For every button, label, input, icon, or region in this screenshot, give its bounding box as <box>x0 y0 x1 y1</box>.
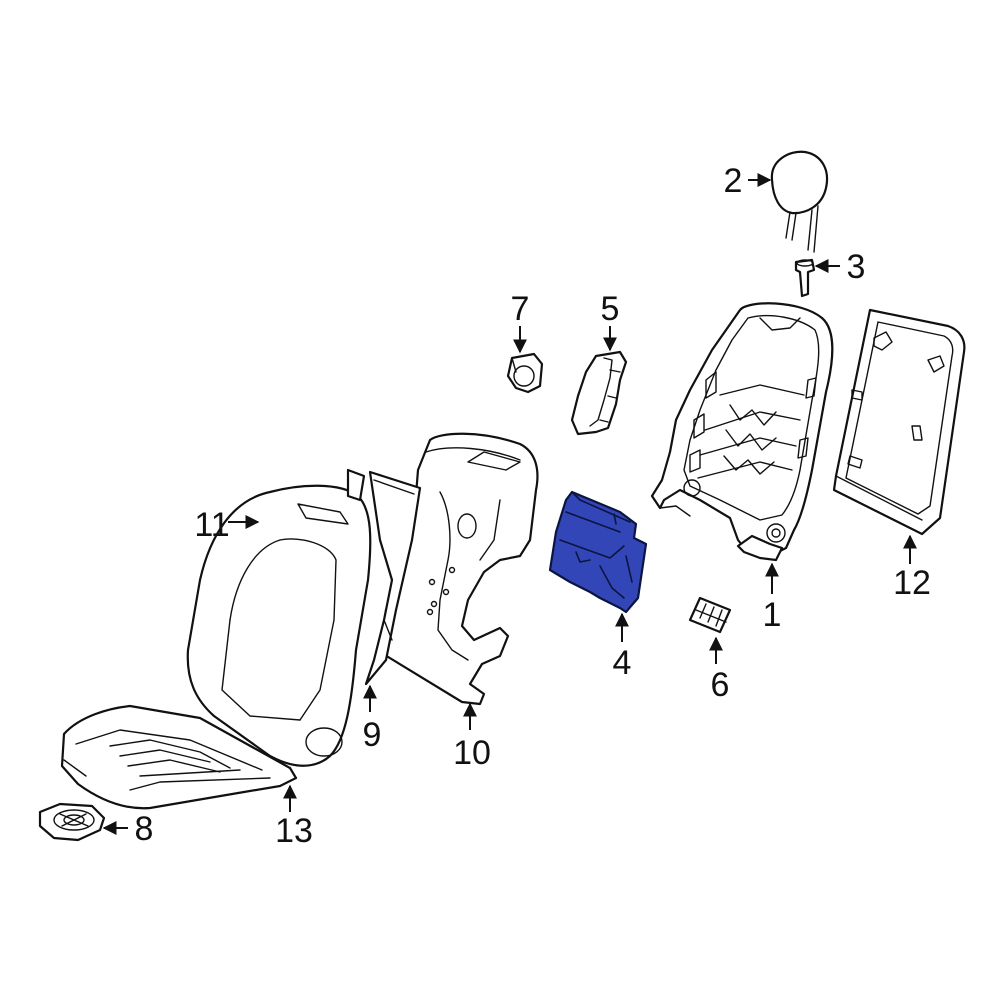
callout-6: 6 <box>711 666 730 704</box>
callout-11: 11 <box>194 506 229 544</box>
callout-12: 12 <box>893 564 931 602</box>
part-12-back-panel[interactable] <box>832 308 966 536</box>
callout-8: 8 <box>135 810 154 848</box>
part-8-blower-fan[interactable] <box>38 802 106 842</box>
part-6-grille[interactable] <box>688 596 732 634</box>
part-13-seat-cushion-cover[interactable] <box>60 704 298 810</box>
part-5-bolster-pad[interactable] <box>570 350 628 436</box>
part-9-side-cover[interactable] <box>364 470 422 686</box>
callout-1: 1 <box>763 596 782 634</box>
part-1-backrest-frame[interactable] <box>650 302 834 562</box>
callout-2: 2 <box>724 162 743 200</box>
callout-4: 4 <box>613 644 632 682</box>
part-7-clip[interactable] <box>506 352 544 394</box>
callout-leaders <box>102 173 917 835</box>
part-4-highlighted-module[interactable] <box>548 490 648 614</box>
callout-3: 3 <box>847 248 866 286</box>
part-2-headrest[interactable] <box>770 150 829 253</box>
callout-7: 7 <box>511 290 530 328</box>
callout-9: 9 <box>363 716 382 754</box>
callout-13: 13 <box>275 812 313 850</box>
callout-5: 5 <box>601 290 620 328</box>
callout-10: 10 <box>453 734 491 772</box>
part-11-backrest-cover[interactable] <box>186 468 372 767</box>
part-10-backrest-shell[interactable] <box>378 432 539 706</box>
part-3-guide-sleeve[interactable] <box>794 258 816 298</box>
